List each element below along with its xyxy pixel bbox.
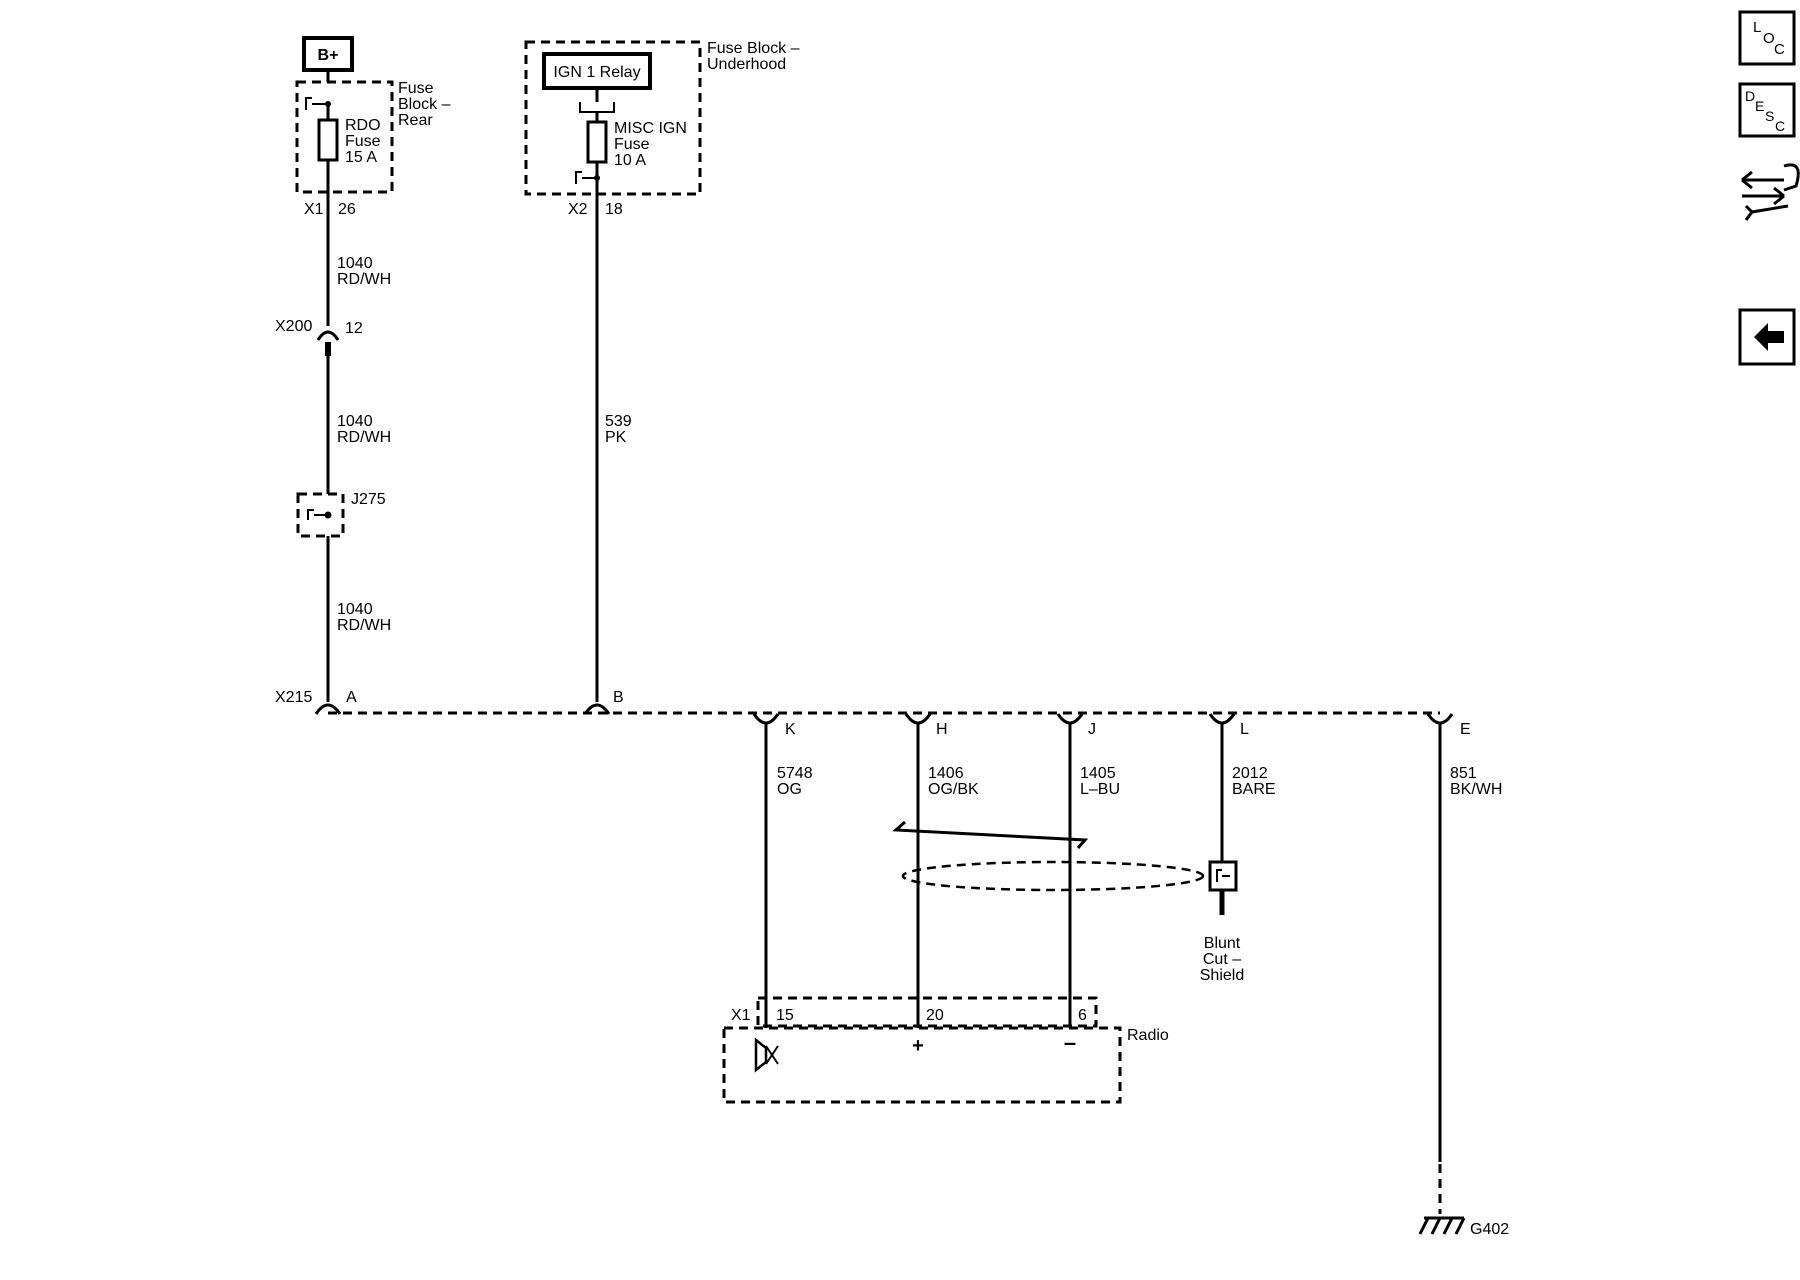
- x200-connector: X200 12: [275, 318, 363, 356]
- wire-539-label-1: 539: [605, 413, 632, 430]
- x215-label: X215: [275, 689, 312, 706]
- wire-1040-b-label-1: 1040: [337, 413, 373, 430]
- radio-plus-label: +: [912, 1035, 924, 1057]
- misc-fuse-label-1: MISC IGN: [614, 120, 687, 137]
- fuse-block-rear-label-3: Rear: [398, 112, 433, 129]
- underhood-connector-label: X2: [568, 201, 588, 218]
- wire-5748-label-1: 5748: [777, 765, 813, 782]
- desc-letter-d: D: [1745, 88, 1755, 104]
- underhood-pin-label: 18: [605, 201, 623, 218]
- shield-label-1: Blunt: [1204, 935, 1241, 952]
- radio-module: X1 15 20 6 Radio + –: [722, 996, 1169, 1104]
- desc-letter-s: S: [1765, 108, 1774, 124]
- wire-1406-label-1: 1406: [928, 765, 964, 782]
- ign-relay-label: IGN 1 Relay: [553, 64, 640, 81]
- x215-pin-k: K: [785, 721, 796, 738]
- wire-851-label-1: 851: [1450, 765, 1477, 782]
- wire-1040-b-label-2: RD/WH: [337, 429, 391, 446]
- wire-851-label-2: BK/WH: [1450, 781, 1502, 798]
- rdo-fuse-symbol: [317, 118, 339, 162]
- wire-2012-label-1: 2012: [1232, 765, 1268, 782]
- fuse-block-underhood-label-2: Underhood: [707, 56, 786, 73]
- wire-539-label-2: PK: [605, 429, 627, 446]
- radio-pin-20: 20: [926, 1007, 944, 1024]
- x215-pin-a: A: [346, 689, 357, 706]
- x215-pin-j: J: [1088, 721, 1096, 738]
- misc-ign-fuse-symbol: [586, 120, 608, 164]
- j275-label: J275: [351, 491, 386, 508]
- connector-end-view-icon[interactable]: [1741, 163, 1800, 221]
- wire-1040-c-label-2: RD/WH: [337, 617, 391, 634]
- bplus-label: B+: [318, 47, 339, 64]
- shield: Blunt Cut – Shield: [901, 860, 1244, 984]
- arrow-left-icon: [1754, 323, 1784, 351]
- x215-pin-b: B: [613, 689, 624, 706]
- loc-letter-c: C: [1774, 41, 1785, 58]
- wire-1040-c-label-1: 1040: [337, 601, 373, 618]
- loc-letter-o: O: [1763, 30, 1775, 47]
- bplus-source: B+: [302, 36, 354, 72]
- x215-pin-l: L: [1240, 721, 1249, 738]
- radio-minus-label: –: [1064, 1030, 1076, 1055]
- fuse-block-underhood: Fuse Block – Underhood IGN 1 Relay MISC …: [524, 40, 800, 196]
- x215-pin-h: H: [936, 721, 948, 738]
- x215-connector: X215 A B K H J L E: [275, 689, 1471, 738]
- fuse-block-rear-label-1: Fuse: [398, 80, 434, 97]
- description-button[interactable]: D E S C: [1738, 82, 1796, 138]
- rdo-fuse-label-3: 15 A: [345, 149, 377, 166]
- misc-fuse-label-2: Fuse: [614, 136, 650, 153]
- desc-letter-e: E: [1755, 98, 1764, 114]
- no-connect-icon: [754, 1037, 779, 1073]
- misc-fuse-label-3: 10 A: [614, 152, 646, 169]
- twisted-pair-symbol: [892, 820, 1089, 849]
- wire-5748-label-2: OG: [777, 781, 802, 798]
- desc-letter-c: C: [1775, 118, 1785, 134]
- wire-2012-label-2: BARE: [1232, 781, 1276, 798]
- x200-pin-label: 12: [345, 320, 363, 337]
- rdo-fuse-label-1: RDO: [345, 117, 381, 134]
- radio-pin-6: 6: [1078, 1007, 1087, 1024]
- j275-splice: J275: [296, 491, 386, 538]
- loc-letter-l: L: [1753, 19, 1761, 36]
- ground-label: G402: [1470, 1221, 1509, 1238]
- fuse-block-underhood-label-1: Fuse Block –: [707, 40, 800, 57]
- wire-1040-a-label-1: 1040: [337, 255, 373, 272]
- ground-g402: G402: [1418, 1216, 1509, 1238]
- wire-1040-a-label-2: RD/WH: [337, 271, 391, 288]
- shield-label-2: Cut –: [1203, 951, 1241, 968]
- radio-connector-label: X1: [731, 1007, 751, 1024]
- fuse-block-rear-label-2: Block –: [398, 96, 451, 113]
- x215-pin-e: E: [1460, 721, 1471, 738]
- wire-1405-label-1: 1405: [1080, 765, 1116, 782]
- fuse-block-rear: Fuse Block – Rear RDO Fuse 15 A: [295, 80, 451, 194]
- wire-1405-label-2: L–BU: [1080, 781, 1120, 798]
- back-button[interactable]: [1738, 308, 1796, 366]
- location-button[interactable]: L O C: [1738, 10, 1796, 66]
- shield-label-3: Shield: [1200, 967, 1244, 984]
- rear-connector-label: X1: [304, 201, 324, 218]
- radio-label: Radio: [1127, 1027, 1169, 1044]
- x200-label: X200: [275, 318, 312, 335]
- radio-pin-15: 15: [776, 1007, 794, 1024]
- wire-1406-label-2: OG/BK: [928, 781, 979, 798]
- rear-pin-label: 26: [338, 201, 356, 218]
- rdo-fuse-label-2: Fuse: [345, 133, 381, 150]
